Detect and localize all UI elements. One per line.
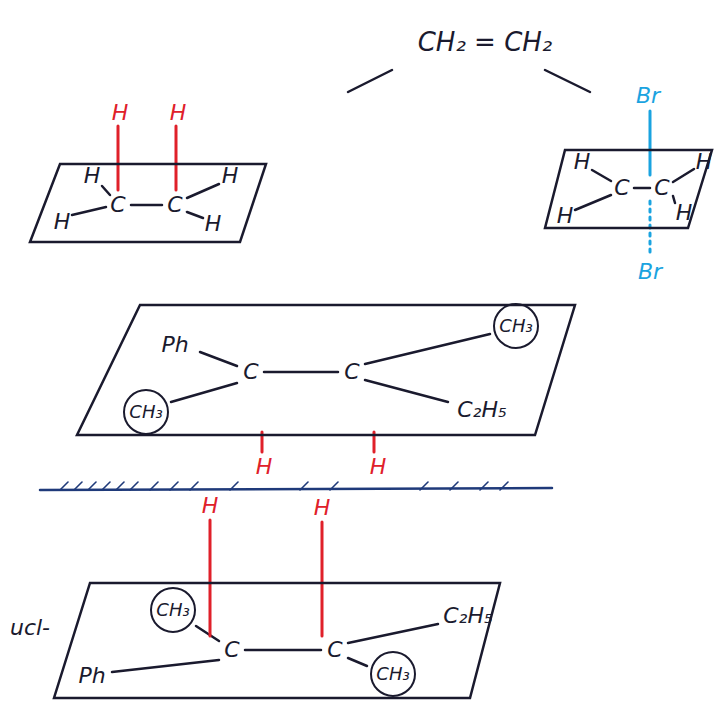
formula-text: C: [344, 361, 359, 383]
atom-label: H: [170, 102, 187, 124]
plane-outline: [52, 580, 502, 702]
atom-label: Br: [638, 261, 662, 283]
formula-text: H: [557, 205, 574, 227]
circled-group: CH₃: [150, 587, 196, 633]
formula-text: CH₃: [499, 317, 532, 335]
formula-text: C: [243, 361, 258, 383]
circled-group: CH₃: [370, 651, 416, 697]
formula-text: CH₃: [129, 403, 162, 421]
formula-text: C: [167, 194, 182, 216]
formula-text: H: [222, 165, 239, 187]
formula-text: Ph: [78, 665, 105, 687]
formula-text: C: [110, 194, 125, 216]
molecular-plane: HHCCHH: [543, 148, 715, 232]
molecular-plane: C C C₂H₅ Ph CH₃ CH₃: [52, 580, 502, 702]
formula-text: H: [54, 211, 71, 233]
atom-label: H: [370, 456, 387, 478]
formula-text: C: [614, 177, 629, 199]
atom-label: H: [202, 495, 219, 517]
formula-text: CH₃: [376, 665, 409, 683]
circled-group: CH₃: [493, 303, 539, 349]
formula-text: CH₃: [156, 601, 189, 619]
molecular-plane: HHCCHH: [28, 160, 268, 245]
formula-text: H: [205, 213, 222, 235]
formula-text: C₂H₅: [457, 399, 507, 421]
formula-text: C: [654, 177, 669, 199]
formula-text: H: [696, 151, 713, 173]
atom-label: H: [112, 102, 129, 124]
formula-text: C: [224, 639, 239, 661]
formula-text: Ph: [161, 334, 188, 356]
atom-label: H: [314, 497, 331, 519]
formula-text: H: [676, 202, 693, 224]
atom-label: ucl-: [10, 617, 50, 639]
atom-label: Br: [636, 85, 660, 107]
atom-label: CH₂ = CH₂: [418, 29, 553, 55]
circled-group: CH₃: [123, 389, 169, 435]
atom-label: H: [256, 456, 273, 478]
formula-text: C: [327, 639, 342, 661]
formula-text: H: [84, 165, 101, 187]
formula-text: C₂H₅: [443, 605, 493, 627]
molecular-plane: PhC C C₂H₅ CH₃ CH₃: [75, 300, 577, 437]
formula-text: H: [574, 151, 591, 173]
